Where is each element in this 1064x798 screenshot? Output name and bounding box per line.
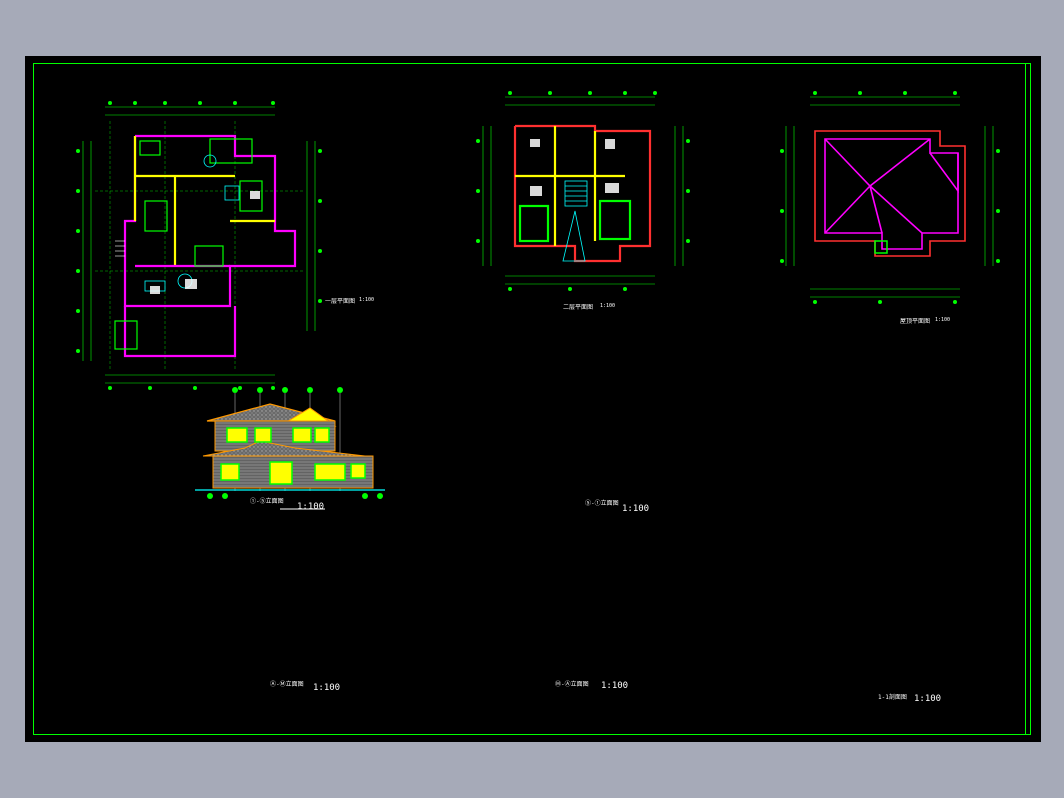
roof-plan[interactable] — [780, 91, 1000, 304]
plan2-title: 二层平面图 — [563, 304, 594, 311]
grid-bubbles — [76, 101, 322, 390]
elev2-title: ⑤-①立面图 — [585, 500, 619, 507]
title-block-line — [1025, 63, 1026, 735]
drawing-sheet — [76, 91, 1000, 510]
elev4-title: Ⓜ-Ⓐ立面图 — [555, 681, 589, 688]
plan2-scale: 1:100 — [600, 303, 616, 309]
elevation-1[interactable] — [195, 387, 385, 510]
floor-plan-1[interactable] — [76, 101, 322, 390]
cad-model-space[interactable]: 一层平面图 1:100 二层平面图 1:100 屋顶平面图 1:100 ①-⑤立… — [25, 56, 1041, 742]
roof-title: 屋顶平面图 — [900, 318, 931, 325]
elev3-title: Ⓐ-Ⓜ立面图 — [270, 681, 304, 688]
elev1-scale: 1:100 — [297, 502, 325, 512]
section-scale: 1:100 — [914, 694, 942, 704]
elev3-scale: 1:100 — [313, 683, 341, 693]
roof-scale: 1:100 — [935, 317, 951, 323]
elev2-scale: 1:100 — [622, 504, 650, 514]
section-title: 1-1剖面图 — [878, 694, 907, 701]
plan1-title: 一层平面图 — [325, 298, 356, 305]
plan1-scale: 1:100 — [359, 297, 375, 303]
floor-plan-2[interactable] — [476, 91, 690, 291]
elev1-title: ①-⑤立面图 — [250, 498, 284, 505]
drawing-border — [33, 63, 1031, 735]
elev4-scale: 1:100 — [601, 681, 629, 691]
